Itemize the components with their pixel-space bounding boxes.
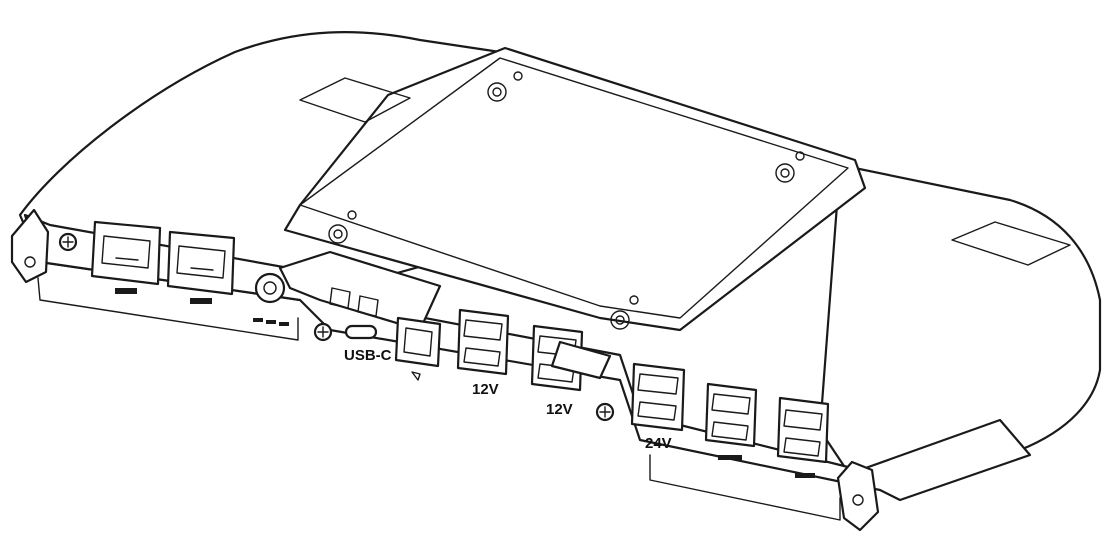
top-mounting-plate: [283, 46, 867, 332]
usb-c-port: USB-C: [344, 324, 392, 364]
left-bottom-rail: [37, 277, 299, 341]
label-12v-1: 12V: [472, 381, 499, 398]
label-24v: 24V: [645, 435, 672, 452]
dc-power-jack: [253, 272, 289, 326]
right-bottom-rail: [649, 454, 841, 521]
plate-screw-hole-2: [775, 163, 795, 183]
right-mounting-ear: [836, 460, 880, 532]
left-mounting-ear: [10, 208, 50, 284]
usb2-port-stack: [776, 396, 830, 478]
label-12v-2: 12V: [546, 401, 573, 418]
right-label-recess: [951, 221, 1071, 266]
ground-screw-left: [58, 232, 78, 252]
usb-c-label: USB-C: [344, 347, 392, 364]
powered-usb-12v-port-1: 12V: [456, 308, 510, 398]
serial-port: [394, 316, 442, 381]
plate-screw-hole-1: [487, 82, 507, 102]
usb2-logo-icon: [795, 473, 815, 478]
rj45-port-2: [166, 230, 236, 304]
powered-usb-24v-port: 24V: [630, 362, 686, 452]
left-label-recess: [299, 77, 411, 123]
powered-usb-12v-port-2: 12V: [530, 324, 612, 418]
usb3-port-stack: [704, 382, 758, 460]
plate-screw-hole-3: [328, 224, 348, 244]
usb3-logo-icon: [718, 455, 742, 460]
ground-screw-right: [595, 402, 615, 422]
rj45-port-1: [90, 220, 162, 294]
plate-screw-hole-4: [610, 310, 630, 330]
ground-screw-middle: [313, 322, 333, 342]
